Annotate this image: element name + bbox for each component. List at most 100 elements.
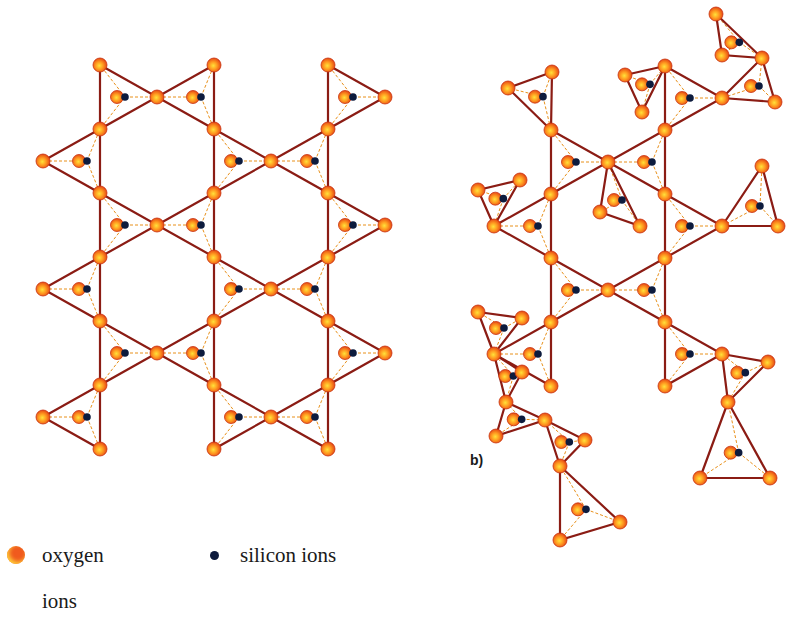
oxygen-ion: [658, 251, 672, 265]
oxygen-ion: [207, 378, 221, 392]
tetrahedron-edge: [508, 72, 552, 130]
silicon-ion: [121, 93, 129, 101]
oxygen-ion: [489, 429, 503, 443]
silicate-tetrahedron: [560, 466, 620, 540]
oxygen-ion: [578, 433, 592, 447]
oxygen-ion: [207, 250, 221, 264]
silicon-ion: [500, 324, 508, 332]
silicate-tetrahedron: [328, 65, 385, 129]
silicon-ion: [121, 349, 129, 357]
oxygen-ion: [93, 58, 107, 72]
oxygen-ion: [658, 379, 672, 393]
oxygen-ion: [501, 81, 515, 95]
tetrahedron-edge: [271, 257, 328, 321]
silicate-tetrahedron: [328, 193, 385, 257]
tetrahedron-edge: [43, 385, 100, 449]
silicate-tetrahedron: [508, 72, 552, 130]
tetrahedron-edge: [328, 193, 385, 257]
tetrahedron-edge: [328, 321, 385, 385]
oxygen-ion: [544, 187, 558, 201]
oxygen-ion: [207, 186, 221, 200]
oxygen-ion: [635, 105, 649, 119]
tetrahedron-edge: [157, 65, 214, 129]
oxygen-ion: [755, 159, 769, 173]
tetrahedron-edge: [100, 193, 157, 257]
tetrahedron-edge: [494, 194, 551, 258]
tetrahedron-edge: [722, 58, 775, 102]
panel-label: b): [470, 452, 483, 468]
oxygen-ion: [378, 218, 392, 232]
silicon-ion: [197, 349, 205, 357]
oxygen-ion: [93, 314, 107, 328]
silicate-tetrahedron: [271, 385, 328, 449]
oxygen-ion: [93, 250, 107, 264]
silicon-ion: [572, 286, 580, 294]
silicon-ion: [349, 349, 357, 357]
silicate-tetrahedron: [100, 65, 157, 129]
tetrahedron-edge: [271, 385, 328, 449]
oxygen-ion: [36, 154, 50, 168]
silicate-tetrahedron: [214, 129, 271, 193]
oxygen-ion: [768, 95, 782, 109]
oxygen-ion: [715, 48, 729, 62]
oxygen-ion: [633, 219, 647, 233]
oxygen-ion: [264, 282, 278, 296]
oxygen-ion: [93, 378, 107, 392]
oxygen-ion: [150, 90, 164, 104]
silicate-tetrahedron: [608, 258, 665, 322]
oxygen-ion: [538, 413, 552, 427]
silicon-ion: [572, 158, 580, 166]
silicate-tetrahedron: [214, 257, 271, 321]
oxygen-ion: [658, 187, 672, 201]
silicon-ion: [648, 158, 656, 166]
silicate-tetrahedron: [665, 322, 722, 386]
oxygen-ion: [544, 315, 558, 329]
tetrahedron-edge: [43, 257, 100, 321]
oxygen-ion: [36, 282, 50, 296]
silicon-ion: [500, 195, 508, 203]
legend-text: oxygen ions: [42, 532, 137, 619]
oxygen-ion: [618, 68, 632, 82]
tetrahedron-edge: [551, 130, 608, 194]
oxygen-ion: [709, 7, 723, 21]
oxygen-ion: [515, 311, 529, 325]
silicon-ion: [735, 449, 743, 457]
tetrahedron-edge: [494, 322, 551, 386]
tetrahedron-edge: [271, 129, 328, 193]
oxygen-ion: [207, 122, 221, 136]
silicon-ion: [566, 438, 574, 446]
oxygen-ion: [321, 378, 335, 392]
silicate-tetrahedron: [271, 129, 328, 193]
oxygen-ion: [471, 305, 485, 319]
tetrahedron-edge: [328, 65, 385, 129]
tetrahedron-edge: [214, 257, 271, 321]
silicate-tetrahedron: [271, 257, 328, 321]
silicon-ion: [518, 416, 526, 424]
tetrahedron-edge: [100, 321, 157, 385]
oxygen-ion: [513, 173, 527, 187]
silicon-ion: [83, 285, 91, 293]
silicate-tetrahedron: [494, 194, 551, 258]
silicon-ion: [686, 222, 694, 230]
silicate-tetrahedron: [722, 166, 778, 226]
oxygen-ion: [693, 471, 707, 485]
oxygen-ion: [321, 122, 335, 136]
oxygen-ion: [544, 123, 558, 137]
silicon-ion: [646, 81, 654, 89]
silicate-tetrahedron: [43, 257, 100, 321]
tetrahedron-edge: [214, 385, 271, 449]
tetrahedron-edge: [722, 166, 778, 226]
oxygen-ion: [150, 346, 164, 360]
oxygen-ion: [36, 410, 50, 424]
oxygen-ion: [601, 283, 615, 297]
oxygen-ion: [207, 58, 221, 72]
oxygen-ion: [93, 186, 107, 200]
oxygen-ion: [499, 395, 513, 409]
silicate-tetrahedron: [551, 130, 608, 194]
silicon-ion: [582, 506, 590, 514]
silicon-ion: [742, 369, 750, 377]
tetrahedron-edge: [551, 258, 608, 322]
silicate-tetrahedron: [157, 321, 214, 385]
silicon-ion: [686, 94, 694, 102]
